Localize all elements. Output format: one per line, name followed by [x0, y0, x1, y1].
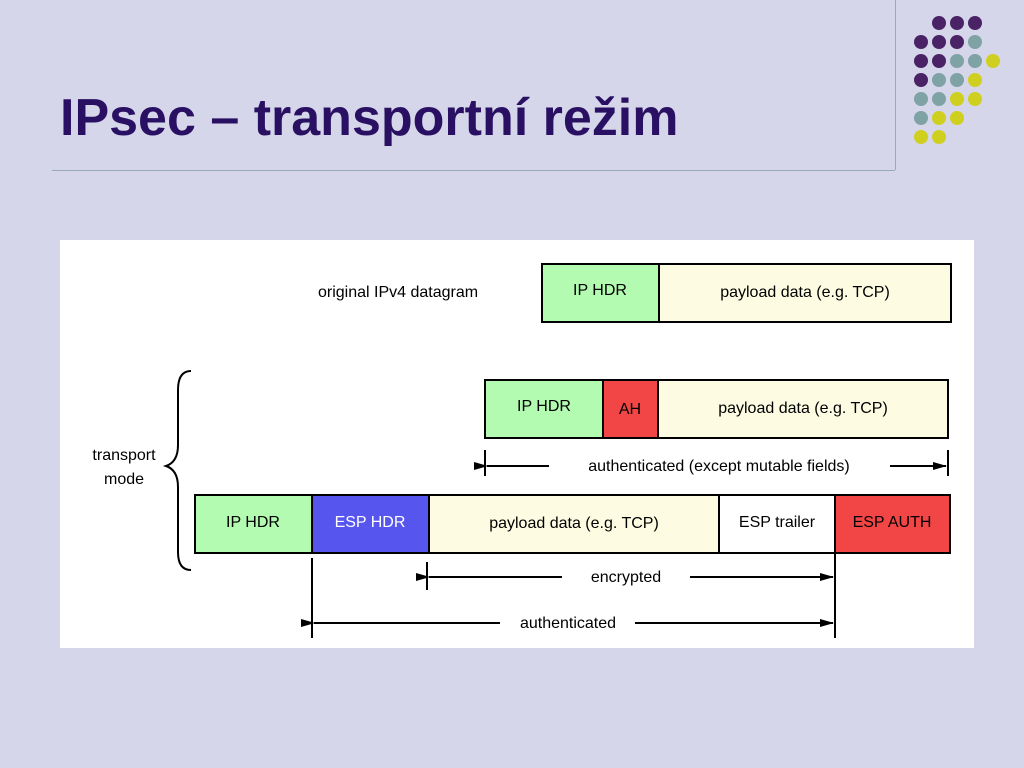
esp-encrypted-label: encrypted — [591, 569, 661, 586]
esp-trailer-box — [718, 494, 836, 554]
decorative-dot — [914, 35, 928, 49]
decorative-dot — [932, 73, 946, 87]
original-payload-label: payload data (e.g. TCP) — [720, 284, 890, 301]
decorative-dot — [932, 16, 946, 30]
ipsec-transport-diagram: original IPv4 datagram IP HDR payload da… — [60, 240, 974, 648]
original-ip-hdr-label: IP HDR — [573, 282, 627, 299]
esp-hdr-box — [311, 494, 430, 554]
decorative-dot — [932, 35, 946, 49]
decorative-dot — [914, 130, 928, 144]
original-datagram-label: original IPv4 datagram — [318, 284, 478, 301]
ah-auth-span-label: authenticated (except mutable fields) — [588, 458, 849, 475]
ah-payload-box — [657, 379, 949, 439]
decorative-dot — [968, 54, 982, 68]
decorative-dot — [914, 92, 928, 106]
decorative-dot — [968, 16, 982, 30]
decorative-dot — [932, 111, 946, 125]
decorative-dot — [932, 92, 946, 106]
diagram-canvas: original IPv4 datagram IP HDR payload da… — [92, 263, 952, 638]
ah-ip-hdr-box — [484, 379, 604, 439]
original-payload-box — [658, 263, 952, 323]
decorative-dot — [950, 92, 964, 106]
transport-mode-label-line1: transport — [92, 447, 156, 464]
decorative-dot — [968, 73, 982, 87]
decorative-dot — [968, 35, 982, 49]
transport-mode-brace — [162, 370, 192, 571]
slide-title: IPsec – transportní režim — [60, 89, 679, 147]
title-divider — [52, 170, 895, 171]
title-vertical-divider — [895, 0, 896, 170]
decorative-dot — [968, 92, 982, 106]
original-ip-hdr-box — [541, 263, 660, 323]
esp-payload-box — [428, 494, 720, 554]
esp-ip-hdr-box — [194, 494, 313, 554]
decorative-dot — [932, 54, 946, 68]
decorative-dot — [932, 130, 946, 144]
decorative-dot — [950, 35, 964, 49]
decorative-dot — [950, 111, 964, 125]
decorative-dot — [914, 111, 928, 125]
decorative-dot — [986, 54, 1000, 68]
ah-ip-hdr-label: IP HDR — [517, 398, 571, 415]
decorative-dot — [914, 54, 928, 68]
transport-mode-label-line2: mode — [104, 471, 144, 488]
decorative-dot — [950, 54, 964, 68]
esp-trailer-label: ESP trailer — [739, 514, 816, 531]
esp-auth-box — [834, 494, 951, 554]
esp-payload-label: payload data (e.g. TCP) — [489, 515, 659, 532]
esp-auth-label: ESP AUTH — [853, 514, 932, 531]
ah-payload-label: payload data (e.g. TCP) — [718, 400, 888, 417]
esp-authenticated-label: authenticated — [520, 615, 616, 632]
decorative-dot — [914, 73, 928, 87]
decorative-dot — [950, 73, 964, 87]
decorative-dot — [950, 16, 964, 30]
esp-ip-hdr-label: IP HDR — [226, 514, 280, 531]
esp-hdr-label: ESP HDR — [335, 514, 406, 531]
ah-header-label: AH — [619, 401, 641, 418]
